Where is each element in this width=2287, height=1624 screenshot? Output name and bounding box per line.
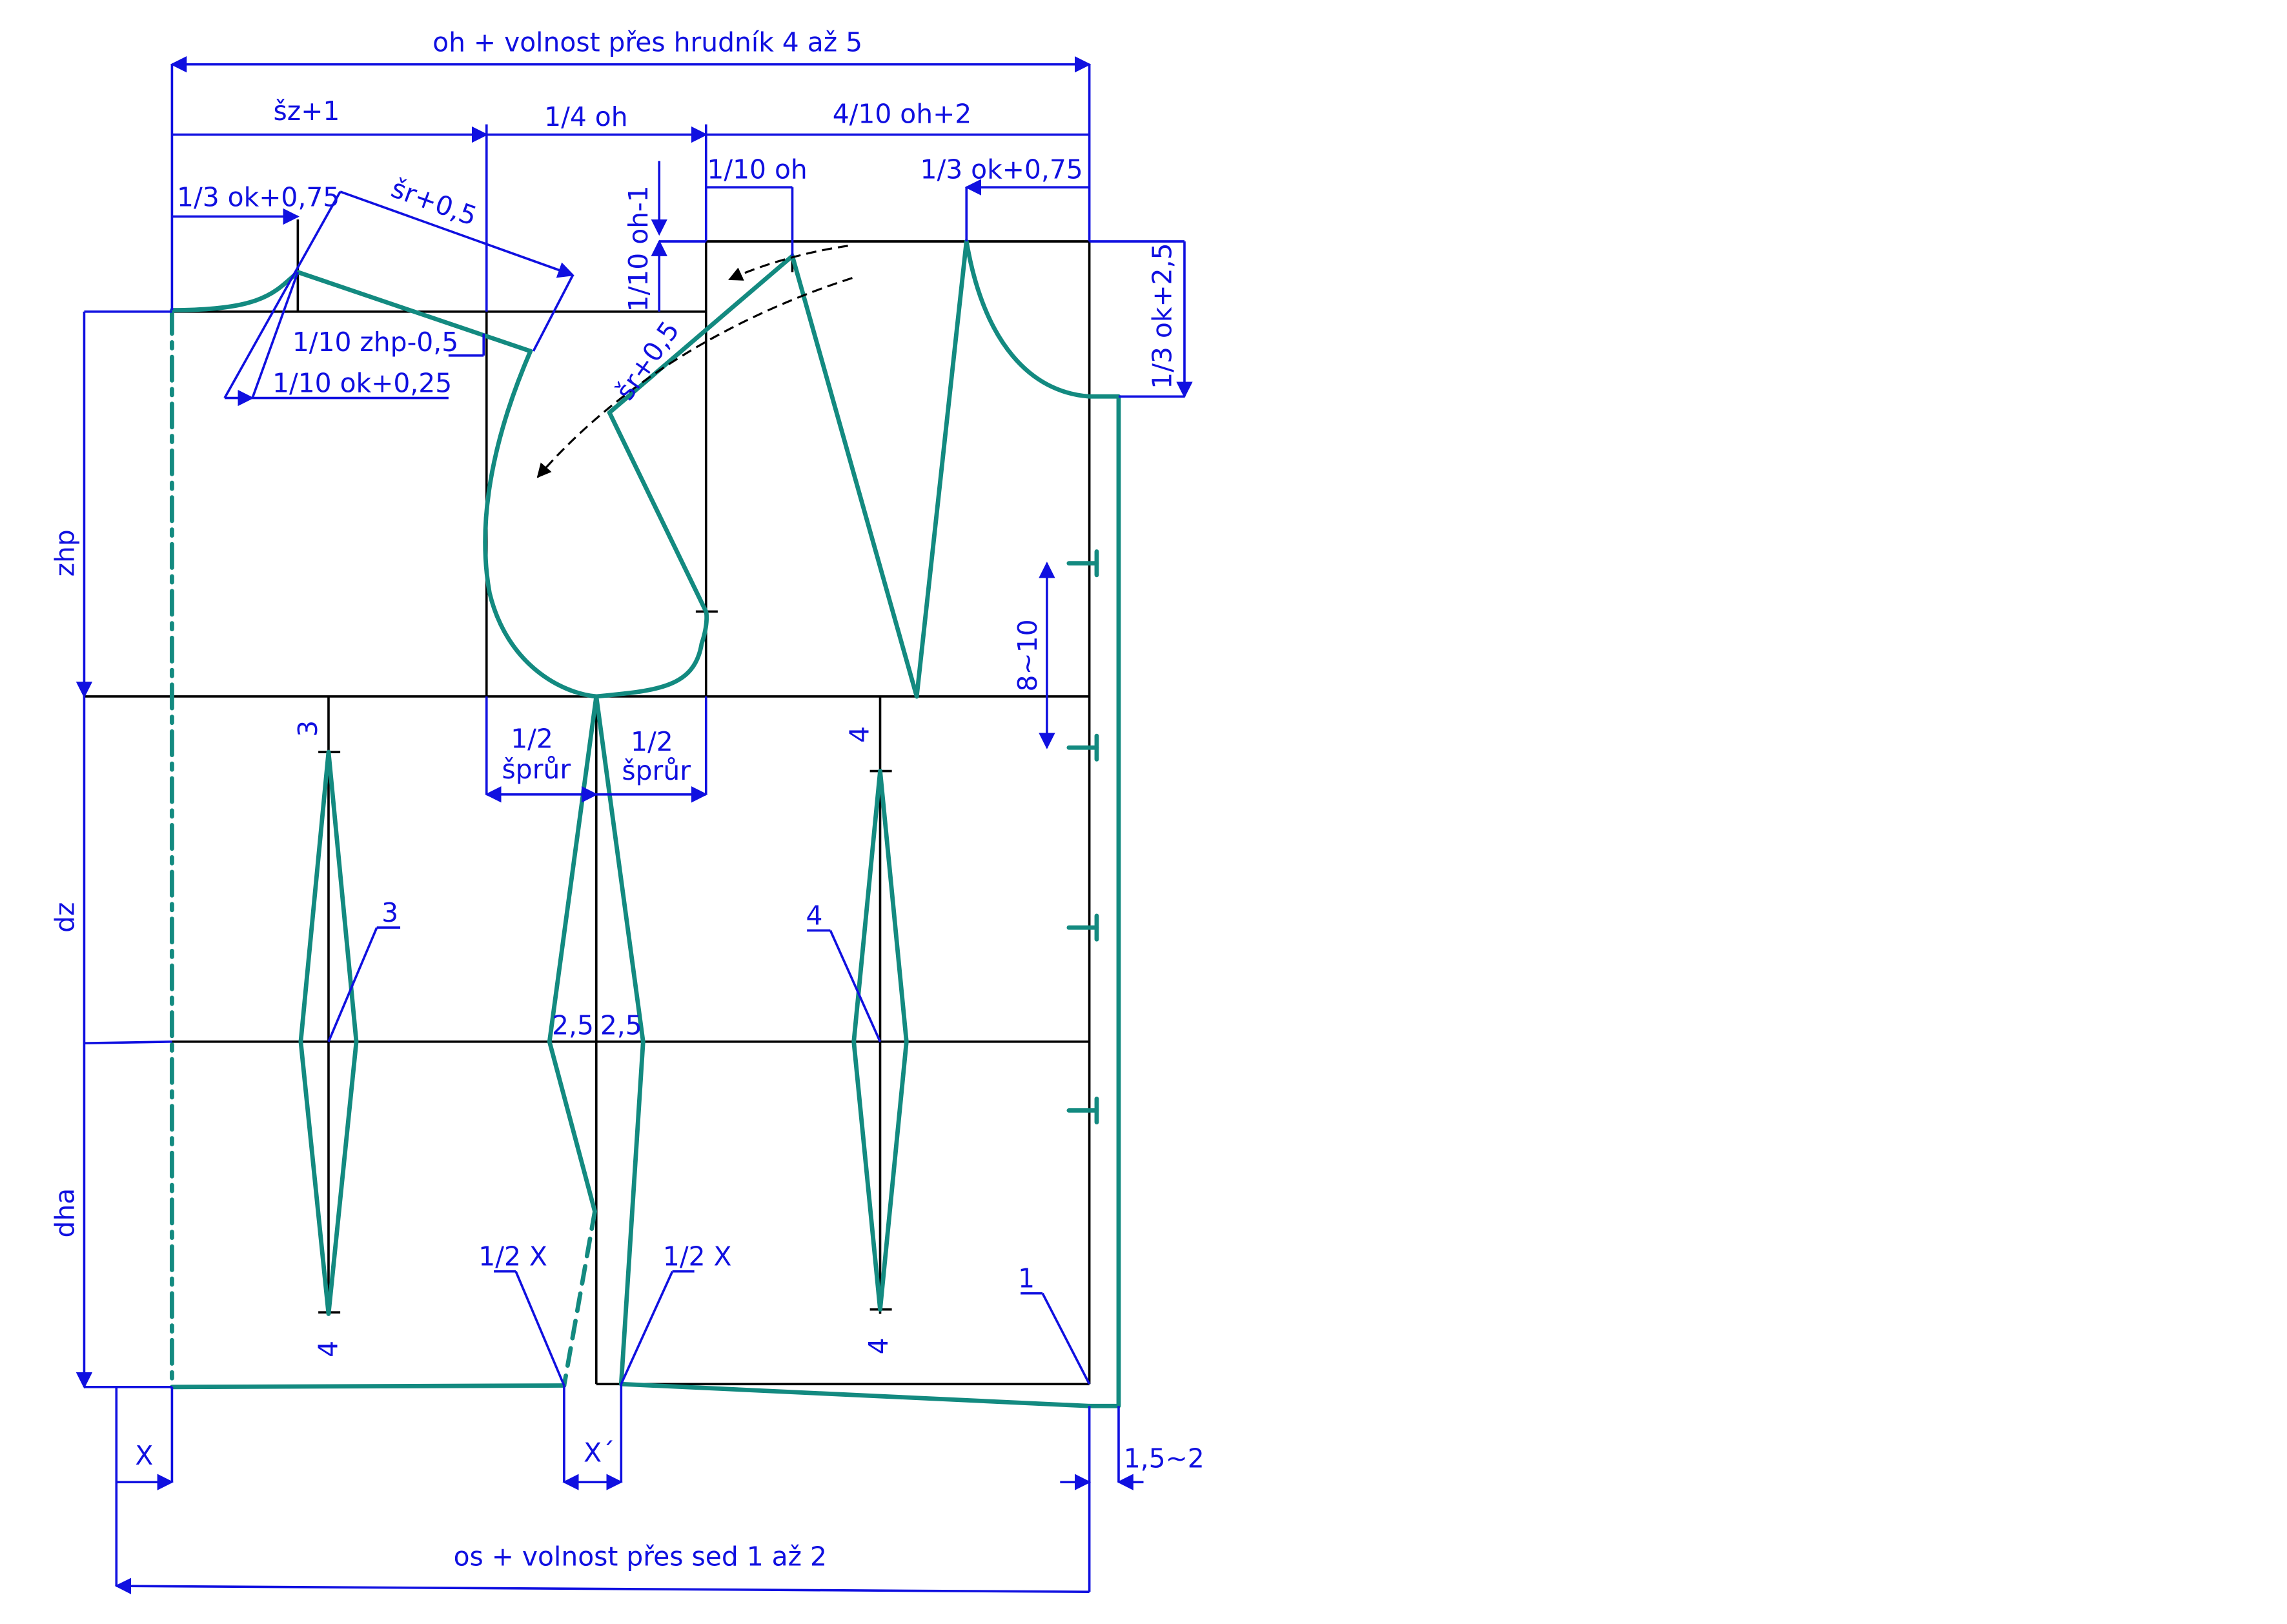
bust-dart-right (914, 239, 969, 699)
armhole (483, 349, 709, 699)
front-neckline (964, 239, 1121, 1408)
side-seam-back-lower (562, 1209, 597, 1388)
label-dart-back-mid: 3 (381, 897, 398, 928)
label-dz: dz (50, 902, 81, 933)
label-dart-front-mid: 4 (806, 900, 823, 931)
front-shoulder (607, 254, 795, 415)
label-dart-back-bottom: 4 (313, 1341, 344, 1357)
side-seam-back (547, 694, 599, 1214)
label-half-armhole-right-2: šprůr (622, 755, 691, 786)
hem-front (618, 1381, 1092, 1408)
dimension-lines (76, 56, 1193, 1594)
label-dart-front-bottom: 4 (863, 1337, 894, 1354)
construction-lines (84, 219, 1091, 1386)
label-bottom-total: os + volnost přes sed 1 až 2 (454, 1541, 827, 1572)
label-top-total: oh + volnost přes hrudník 4 až 5 (432, 26, 862, 57)
label-side-left: 2,5 (552, 1010, 594, 1041)
label-tenth-oh-minus: 1/10 oh-1 (623, 185, 654, 312)
label-ok-right: 1/3 ok+0,75 (920, 154, 1083, 185)
labels: oh + volnost přes hrudník 4 až 5 šz+1 1/… (50, 26, 1204, 1572)
label-button-spacing: 8~10 (1012, 619, 1043, 691)
label-side-right: 2,5 (600, 1010, 642, 1041)
label-hem-mark: 1 (1018, 1263, 1035, 1294)
label-tenth-oh: 1/10 oh (707, 154, 807, 185)
label-dart-front-top: 4 (844, 726, 875, 743)
label-ok-tenth: 1/10 ok+0,25 (272, 367, 452, 398)
hem-back (170, 1383, 567, 1390)
label-zhp-tenth: 1/10 zhp-0,5 (292, 327, 458, 358)
pattern-outline (170, 239, 1121, 1408)
label-front-ext: 1,5~2 (1124, 1443, 1204, 1474)
side-seam-front (594, 694, 645, 1386)
label-ok-plus: 1/3 ok+2,5 (1147, 243, 1178, 389)
label-half-armhole-right-1: 1/2 (631, 726, 673, 757)
label-zhp: zhp (50, 529, 81, 576)
label-dha: dha (50, 1188, 81, 1238)
label-half-x-right: 1/2 X (663, 1241, 732, 1272)
bust-dart-left (790, 254, 919, 699)
back-shoulder (295, 270, 533, 354)
label-half-x-left: 1/2 X (478, 1241, 547, 1272)
label-dart-back-top: 3 (292, 720, 323, 737)
back-neckline (170, 270, 300, 312)
label-x-mid: X´ (584, 1437, 615, 1468)
label-four-tenth-oh: 4/10 oh+2 (833, 98, 972, 129)
label-quarter-oh: 1/4 oh (544, 101, 627, 132)
front-dart (851, 769, 909, 1312)
label-half-armhole-left-1: 1/2 (511, 723, 553, 754)
label-half-armhole-left-2: šprůr (502, 754, 571, 785)
label-ok-left: 1/3 ok+0,75 (177, 182, 340, 213)
label-sr-back: šr+0,5 (387, 172, 481, 232)
rotation-arrows (536, 245, 853, 478)
label-x-left: X (135, 1440, 153, 1471)
button-marks (1066, 549, 1099, 1124)
back-dart (298, 749, 359, 1316)
label-sz1: šz+1 (274, 96, 340, 127)
